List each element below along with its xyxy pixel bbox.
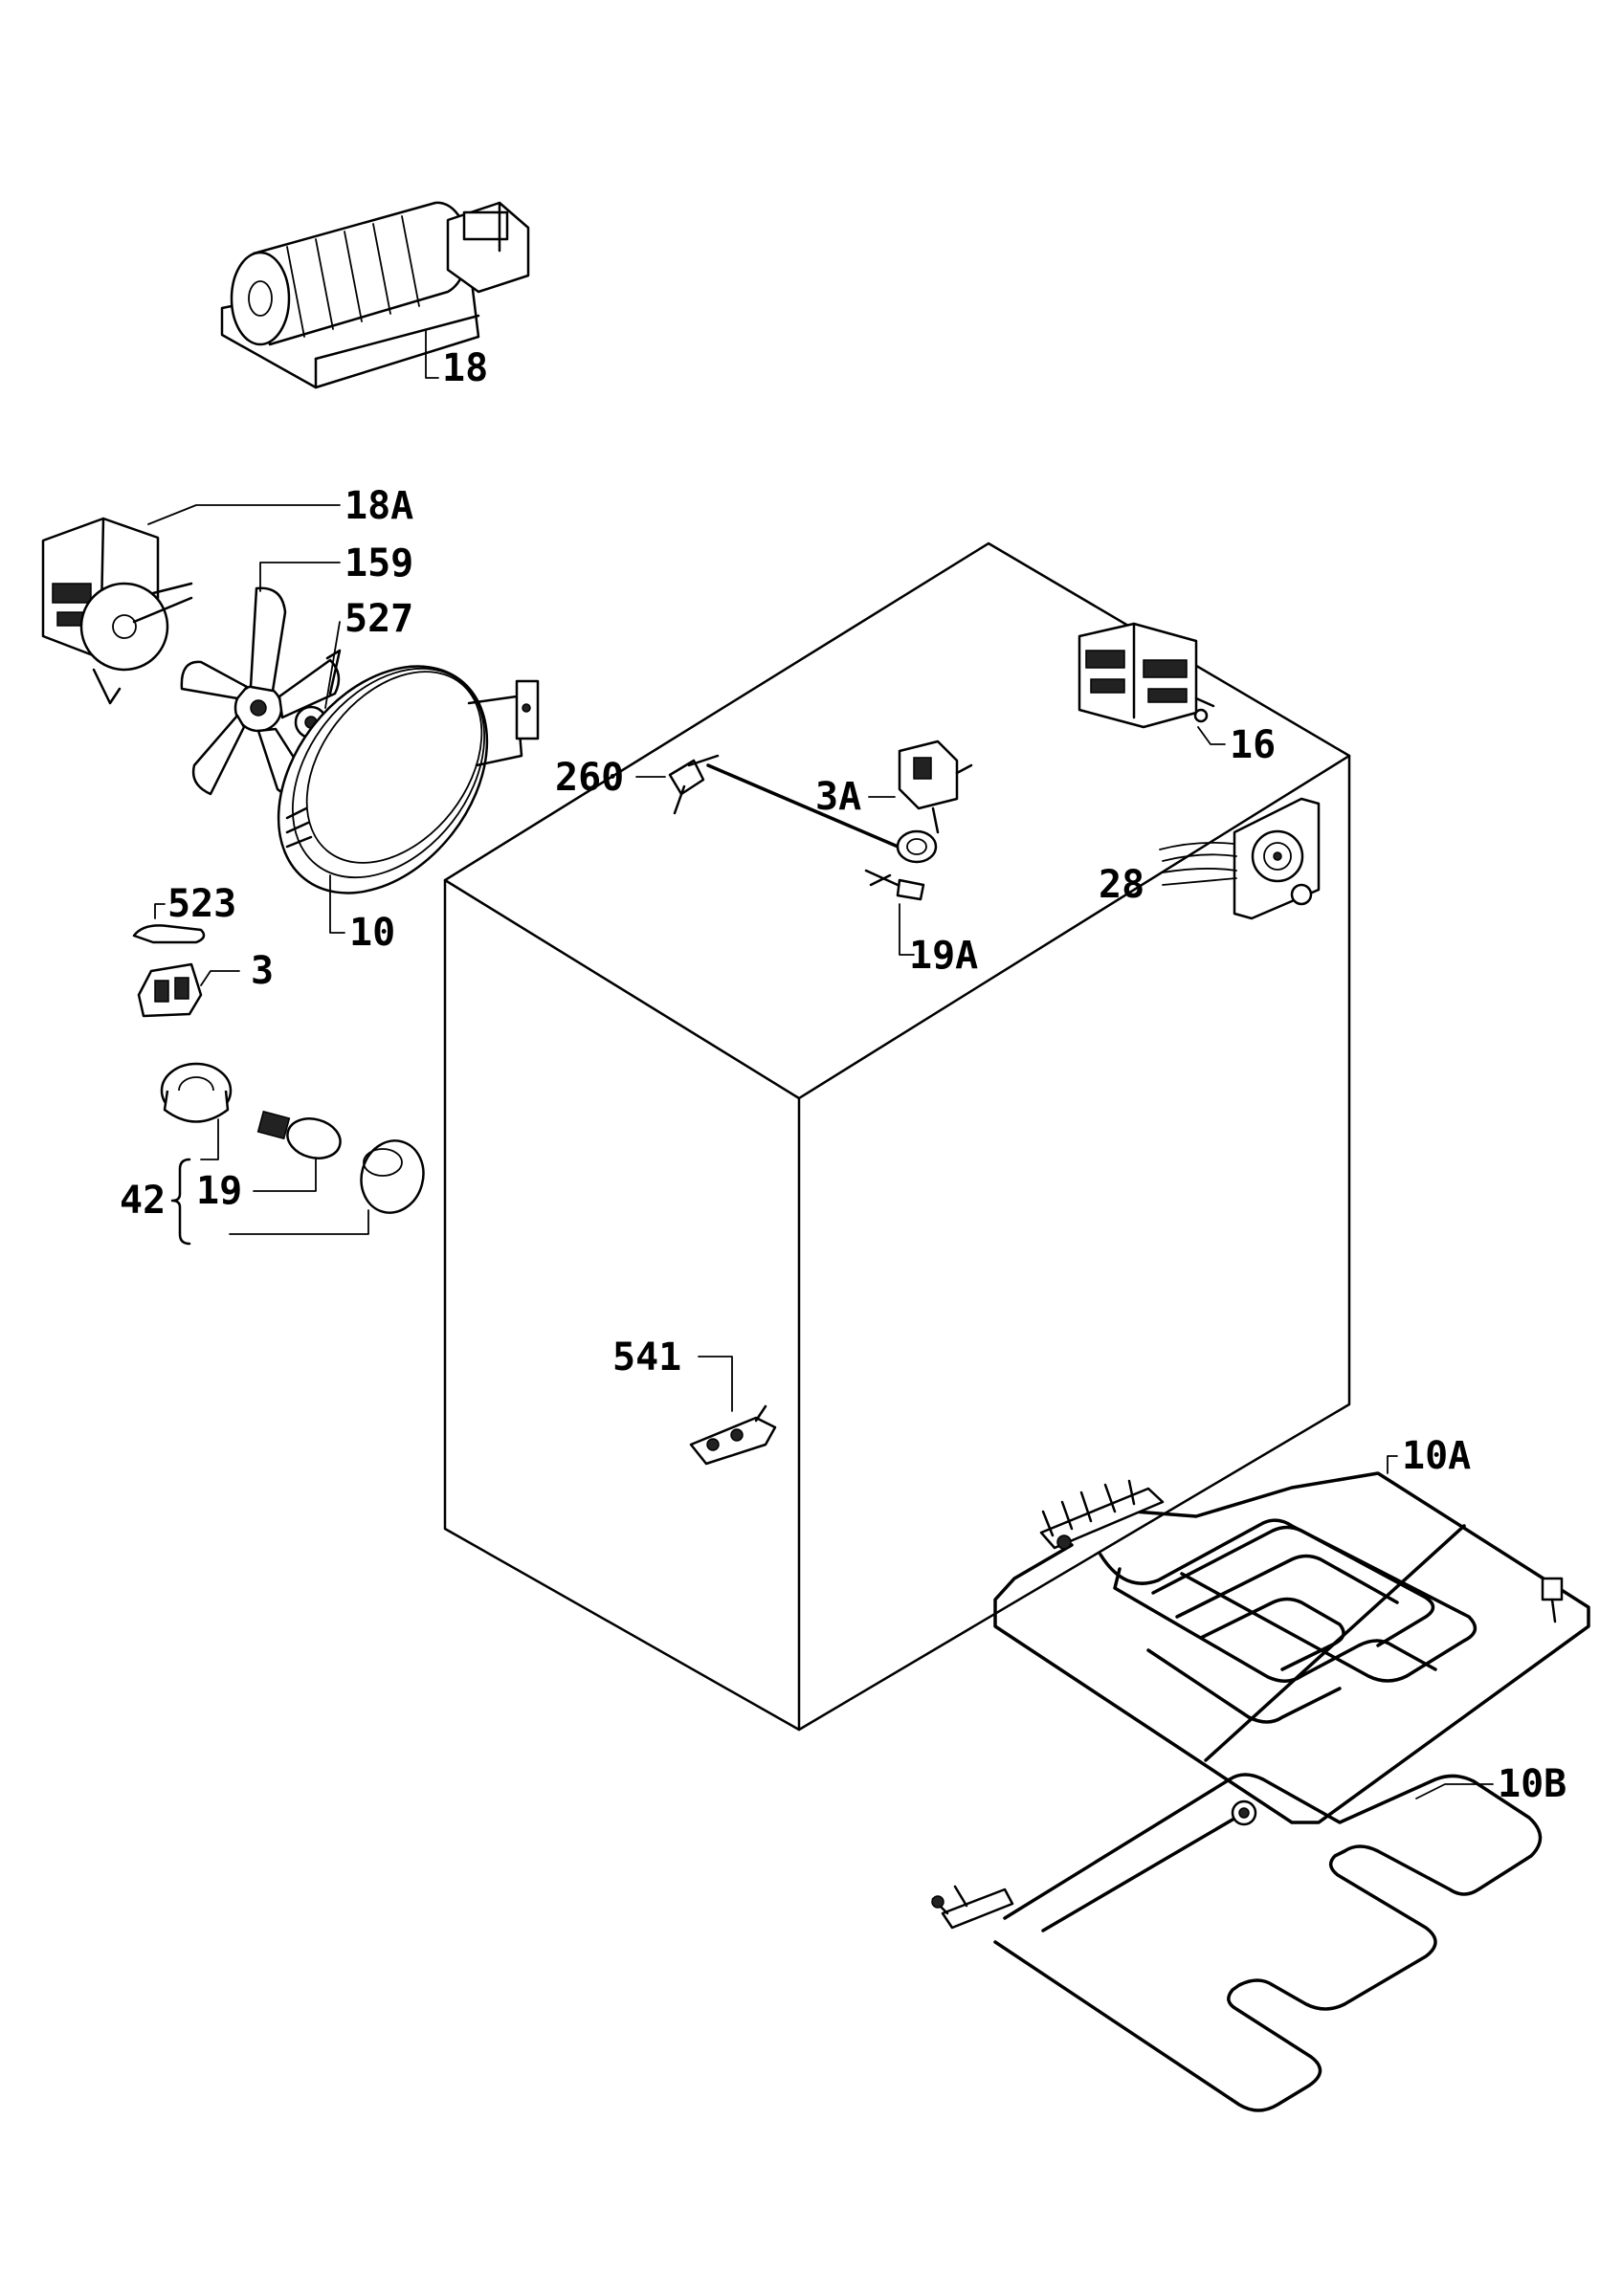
- callout-42: 42: [120, 1179, 166, 1223]
- callout-260: 260: [555, 756, 624, 800]
- part-lamp-holder: [137, 962, 240, 1018]
- callout-28: 28: [1099, 863, 1144, 907]
- leader-18: [425, 329, 439, 379]
- callout-18a: 18A: [344, 484, 413, 528]
- callout-527: 527: [344, 597, 413, 641]
- callout-10a: 10A: [1402, 1434, 1471, 1478]
- callout-19: 19: [196, 1169, 242, 1213]
- callout-18: 18: [442, 346, 488, 390]
- part-lower-element: [931, 1773, 1543, 2112]
- part-timer-control: [1159, 797, 1321, 920]
- leader-42-socket: [200, 1118, 219, 1160]
- leader-18a: [147, 504, 341, 525]
- part-thermostat-probe: [635, 754, 720, 815]
- callout-10b: 10B: [1498, 1762, 1566, 1806]
- callout-523: 523: [167, 882, 236, 926]
- callout-16: 16: [1230, 723, 1276, 767]
- leader-10a: [1387, 1455, 1398, 1474]
- part-grill-element: [993, 1455, 1590, 1824]
- leader-10: [329, 874, 345, 934]
- callout-10: 10: [349, 911, 395, 955]
- part-tangential-fan: [220, 201, 530, 389]
- callout-159: 159: [344, 541, 413, 585]
- oven-cavity-box: [443, 541, 1351, 1732]
- callout-3: 3: [251, 949, 274, 993]
- part-lamp-assembly: [160, 1062, 425, 1246]
- leader-16: [1197, 726, 1226, 745]
- part-fan-blade: [180, 562, 341, 796]
- part-sensor: [864, 869, 925, 956]
- callout-541: 541: [612, 1336, 681, 1380]
- callout-3a: 3A: [815, 775, 861, 819]
- leader-523: [154, 903, 166, 919]
- leader-527: [324, 621, 341, 709]
- leader-19a: [899, 903, 915, 956]
- part-terminal: [689, 1356, 777, 1466]
- leader-159: [259, 562, 341, 592]
- leader-19: [253, 1159, 317, 1192]
- brace-42: [170, 1158, 191, 1246]
- leader-28: [1162, 877, 1237, 886]
- callout-19a: 19A: [909, 934, 978, 978]
- part-circular-element: [277, 665, 540, 934]
- part-clip: [132, 903, 206, 944]
- leader-3: [200, 970, 240, 986]
- leader-541: [698, 1356, 733, 1412]
- part-switch-block: [1078, 622, 1226, 745]
- part-fan-motor: [41, 504, 341, 705]
- leader-10b: [1415, 1783, 1494, 1799]
- leader-42-cover: [229, 1209, 369, 1235]
- part-thermostat-coil: [706, 740, 973, 864]
